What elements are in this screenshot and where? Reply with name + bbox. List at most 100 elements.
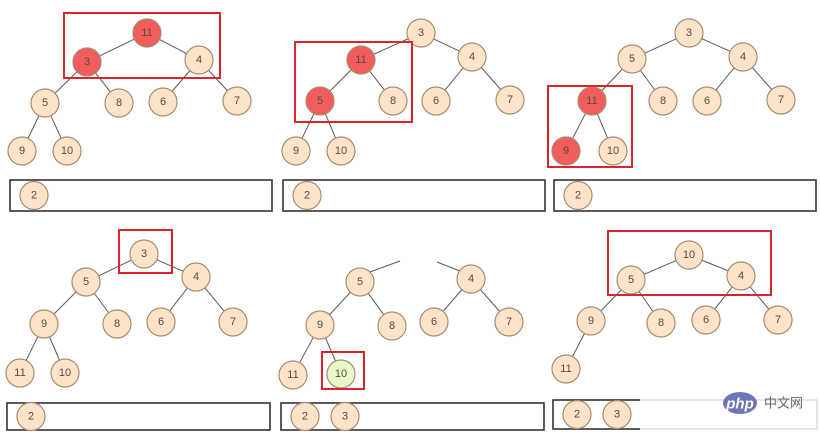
heap-node: 9: [305, 310, 335, 340]
node-circle: [346, 45, 376, 75]
node-value: 5: [628, 274, 634, 286]
node-value: 4: [468, 273, 474, 285]
node-circle: [50, 358, 80, 388]
tree-edge: [301, 113, 315, 139]
tree-edge: [98, 259, 132, 277]
heap-node: 4: [184, 45, 214, 75]
node-value: 4: [738, 270, 744, 282]
heap-node: 5: [71, 267, 101, 297]
node-circle: [292, 180, 322, 211]
node-value: 9: [19, 145, 25, 157]
heap-node: 10: [598, 136, 628, 166]
node-circle: [551, 136, 581, 166]
array-value: 2: [31, 190, 37, 202]
tree-edge: [644, 38, 677, 54]
heap-node: 6: [146, 307, 176, 337]
node-circle: [184, 45, 214, 75]
heap-node: 11: [346, 45, 376, 75]
node-value: 3: [141, 248, 147, 260]
heap-node: 9: [281, 136, 311, 166]
tree-edge: [444, 67, 464, 91]
heap-node: 10: [50, 358, 80, 388]
heap-node: 9: [551, 136, 581, 166]
node-circle: [19, 180, 49, 211]
node-value: 7: [234, 95, 240, 107]
heap-node: 6: [421, 86, 451, 116]
sorted-array-item: 2: [16, 401, 46, 432]
sorted-array-box: [553, 179, 817, 212]
tree-edge: [601, 68, 623, 92]
sorted-array-item: 2: [292, 180, 322, 211]
node-value: 11: [141, 27, 152, 39]
node-value: 6: [431, 316, 437, 328]
heap-node: 8: [377, 311, 407, 341]
watermark-text: 中文网: [764, 397, 803, 412]
node-value: 8: [390, 95, 396, 107]
heap-node: 4: [456, 264, 486, 294]
node-circle: [104, 88, 134, 118]
node-value: 3: [418, 27, 424, 39]
heap-node: 11: [577, 86, 607, 116]
node-value: 8: [660, 95, 666, 107]
node-circle: [674, 18, 704, 48]
array-value: 2: [575, 190, 581, 202]
node-circle: [290, 401, 320, 432]
sorted-array-box: [282, 179, 546, 212]
tree-edge: [714, 286, 733, 310]
node-value: 10: [335, 368, 347, 380]
tree-edge: [367, 293, 385, 315]
php-logo: [723, 392, 757, 414]
tree-edge: [25, 336, 39, 361]
heap-node: 3: [674, 18, 704, 48]
heap-node: 7: [494, 307, 524, 337]
heap-node: 3: [406, 18, 436, 48]
tree-edge: [204, 287, 225, 312]
node-circle: [646, 308, 676, 338]
node-value: 3: [84, 56, 90, 68]
tree-edge: [156, 259, 184, 272]
node-circle: [728, 42, 758, 72]
heap-node: 8: [646, 308, 676, 338]
node-value: 10: [61, 145, 73, 157]
highlight-boxes-layer: [63, 12, 772, 390]
sorted-array-item: 2: [563, 180, 593, 211]
sorted-array-item: 2: [19, 180, 49, 211]
node-circle: [562, 399, 592, 430]
heap-node: 9: [29, 309, 59, 339]
node-value: 5: [317, 95, 323, 107]
node-circle: [181, 262, 211, 292]
tree-edge: [95, 72, 111, 93]
array-value: 2: [28, 411, 34, 423]
tree-edge: [299, 337, 314, 363]
heap-node: 8: [104, 88, 134, 118]
node-value: 11: [560, 363, 571, 375]
node-value: 7: [778, 94, 784, 106]
sorted-array-box: [9, 179, 273, 212]
node-circle: [222, 86, 252, 116]
tree-edge: [329, 69, 352, 92]
array-value: 2: [574, 409, 580, 421]
tree-edge: [171, 70, 191, 92]
node-circle: [345, 267, 375, 297]
heap-node: 10: [52, 136, 82, 166]
node-circle: [378, 86, 408, 116]
watermark: php 中文网: [640, 388, 818, 432]
tree-edge: [27, 115, 40, 139]
node-value: 6: [704, 95, 710, 107]
node-value: 9: [317, 319, 323, 331]
heap-node: 3: [129, 239, 159, 269]
tree-edge: [572, 333, 585, 357]
heap-node: 4: [457, 42, 487, 72]
tree-edge: [329, 291, 351, 316]
node-circle: [71, 267, 101, 297]
heap-node: 9: [7, 136, 37, 166]
tree-edge: [325, 337, 336, 362]
tree-edge: [50, 115, 62, 139]
detached-edge: [369, 260, 401, 273]
node-value: 6: [703, 314, 709, 326]
heap-node: 7: [495, 85, 525, 115]
node-circle: [305, 86, 335, 116]
node-value: 6: [160, 96, 166, 108]
